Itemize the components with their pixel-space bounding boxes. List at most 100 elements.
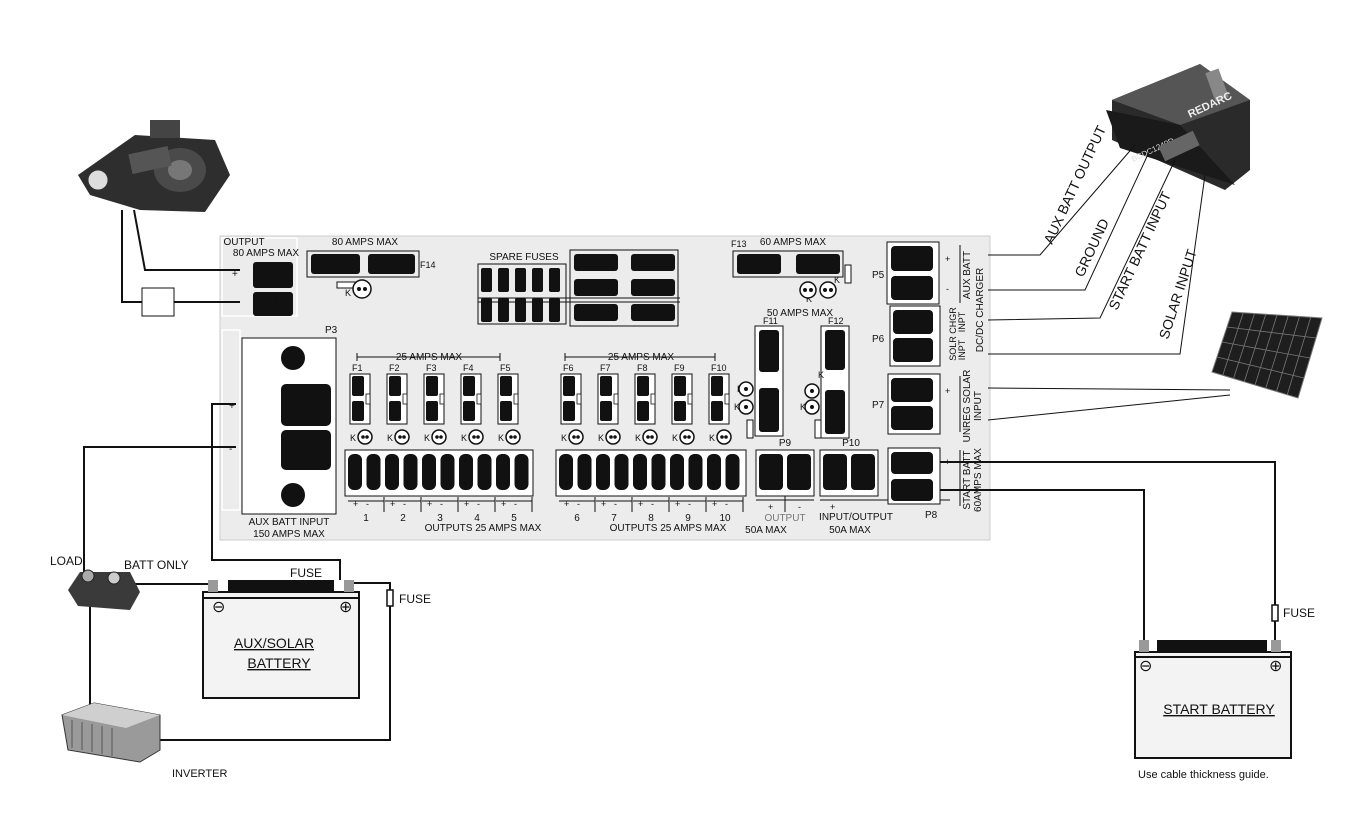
f13-fuse-block: F13 60 AMPS MAX K K [731,237,852,304]
minus-mark: - [440,499,443,509]
p8-label1: START BATT [962,450,973,509]
inverter-image [61,702,161,763]
svg-text:+: + [945,386,950,396]
p4-terminal-top [253,262,293,288]
output-terminal [670,454,684,490]
f14-k-terminal [352,279,372,299]
svg-text:-: - [946,284,949,294]
wire-label-solar-input: SOLAR INPUT [1156,247,1200,341]
p6-label2: INPT [957,311,967,332]
fuse [600,401,612,421]
f12-label: F12 [828,316,844,326]
p4-plus: + [232,269,238,280]
fuse [389,401,401,421]
minus-mark: - [688,499,691,509]
minus-mark: - [614,499,617,509]
spare-fuse-horizontal [574,279,618,296]
plus-mark: + [675,499,680,509]
svg-text:K: K [806,294,812,304]
p8-start-batt: P8 + START BATT 60AMPS MAX [887,447,984,521]
minus-mark: - [651,499,654,509]
p4-terminal-bottom [253,292,293,316]
f14-header: 80 AMPS MAX [332,237,398,248]
f11-f12-header: 50 AMPS MAX [767,308,833,319]
output-number: 4 [474,513,480,524]
f14-label: F14 [420,260,436,270]
output-terminal [514,454,529,490]
aux-fuse [386,589,394,607]
aux-solar-battery: ⊖ ⊕ AUX/SOLAR BATTERY [202,580,360,699]
p4-id: P4 [275,295,288,306]
output-terminal [707,454,721,490]
f13-k: K [834,275,840,285]
p10-caption2: 50A MAX [829,525,871,536]
k-terminal [505,429,521,445]
fuse-label: F5 [500,363,511,373]
spare-fuse-vertical-bottom [515,298,526,322]
fuse [426,401,438,421]
minus-mark: - [577,499,580,509]
spare-fuse-vertical-top [498,268,509,292]
spare-fuse-vertical-bottom [498,298,509,322]
solar-panel-image [1211,311,1323,399]
fuse-label: F9 [674,363,685,373]
output-number: 3 [437,513,443,524]
plus-mark: + [353,499,358,509]
fuse [637,401,649,421]
p6-solar-charger: P6 SOLR CHGR INPT INPT [872,305,967,367]
svg-text:-: - [798,502,801,512]
plus-mark: + [638,499,643,509]
f14-fuse-block: 80 AMPS MAX F14 K [306,237,436,299]
minus-mark: - [725,499,728,509]
aux-battery-neg: ⊖ [212,599,225,616]
fuse [389,376,401,396]
plus-mark: + [501,499,506,509]
p7-unreg-solar: P7 + UNREG SOLAR INPUT [872,370,984,443]
fuse [426,376,438,396]
k-label: K [350,433,356,443]
output-terminal [496,454,510,490]
output-number: 10 [719,513,731,524]
p4-header-line2: 80 AMPS MAX [233,248,299,259]
minus-mark: - [403,499,406,509]
compressor-image [78,120,230,212]
aux-battery-line2: BATTERY [247,655,311,671]
p5-label1: AUX BATT [962,251,973,299]
start-battery-pos: ⊕ [1269,658,1282,675]
plus-mark: + [564,499,569,509]
fuse-label: F1 [352,363,363,373]
spare-fuses: SPARE FUSES [477,249,680,327]
fuse [674,376,686,396]
spare-fuses-label: SPARE FUSES [489,252,559,263]
svg-text:K: K [818,370,824,380]
k-terminal [468,429,484,445]
fuse-label: F7 [600,363,611,373]
p8-id: P8 [925,510,938,521]
p9-output: P9 + - OUTPUT 50A MAX [745,438,815,536]
f11-f12-fuse-block: 50 AMPS MAX F11 F12 K K K K [734,308,850,439]
f13-label: F13 [731,239,747,249]
k-terminal [716,429,732,445]
start-battery: ⊖ ⊕ START BATTERY [1134,640,1292,759]
f14-fuse-left [311,254,360,274]
fuse [463,376,475,396]
k-terminal [679,429,695,445]
compressor-wires [121,209,240,317]
fuse [352,376,364,396]
p3-minus: - [229,444,232,455]
plus-mark: + [712,499,717,509]
fuse [674,401,686,421]
fuse [711,376,723,396]
p5-aux-batt-dcdc: P5 + - AUX BATT DC/DC CHARGER [872,241,986,352]
p6-label3: INPT [957,339,967,360]
fuse-label-aux: FUSE [399,592,431,606]
spare-fuse-vertical-bottom [481,298,492,322]
output-terminal [614,454,629,490]
wire-label-ground: GROUND [1071,216,1112,279]
fuse-label-start: FUSE [1283,606,1315,620]
spare-fuse-vertical-top [515,268,526,292]
k-label: K [461,433,467,443]
